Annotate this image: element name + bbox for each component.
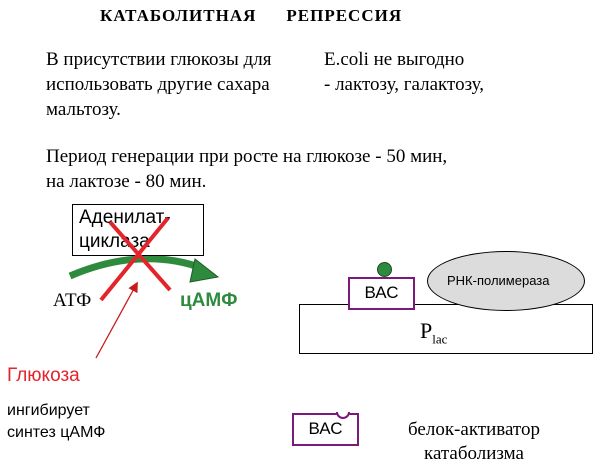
paragraph-2-line-1: Период генерации при росте на глюкозе - … [46, 146, 448, 167]
adenylate-line-1: Аденилат- [79, 207, 171, 228]
paragraph-1-left: В присутствии глюкозы для использовать д… [46, 47, 271, 122]
rna-polymerase-label: РНК-полимераза [447, 273, 550, 288]
bac-free-box: ВАС [292, 413, 359, 446]
page-title: КАТАБОЛИТНАЯ РЕПРЕССИЯ [100, 6, 402, 26]
paragraph-1-left-line-1: В присутствии глюкозы для [46, 49, 272, 70]
paragraph-1-left-line-2: использовать другие сахара [46, 74, 270, 95]
activator-line-2: катаболизма [424, 443, 524, 464]
bac-bound-box: ВАС [348, 277, 415, 310]
promoter-main: P [420, 318, 433, 343]
inhibits-line-1: ингибирует [7, 402, 90, 419]
cross-stroke-1 [108, 220, 172, 292]
paragraph-1-right: E.coli не выгодно - лактозу, галактозу, [324, 47, 484, 97]
activator-label: белок-активатор катаболизма [408, 418, 540, 466]
camp-label: цАМФ [180, 290, 238, 311]
paragraph-1-left-line-3: мальтозу. [46, 99, 121, 120]
paragraph-2-line-2: на лактозе - 80 мин. [46, 171, 207, 192]
reaction-arrow-head [189, 258, 220, 283]
camp-ball-icon [377, 262, 392, 277]
title-word-2: РЕПРЕССИЯ [286, 6, 403, 25]
activator-line-1: белок-активатор [408, 419, 540, 440]
adenylate-cyclase-box: Аденилат- циклаза [72, 204, 204, 256]
rna-polymerase-ellipse [427, 251, 585, 311]
title-word-1: КАТАБОЛИТНАЯ [100, 6, 257, 25]
cross-stroke-2 [99, 216, 170, 302]
inhibition-pointer [95, 281, 138, 359]
inhibits-line-2: синтез цАМФ [7, 424, 106, 441]
paragraph-1-right-line-2: - лактозу, галактозу, [324, 74, 485, 95]
paragraph-2: Период генерации при росте на глюкозе - … [46, 144, 447, 194]
reaction-arrow [68, 255, 204, 280]
paragraph-1-right-line-1: E.coli не выгодно [324, 49, 465, 70]
bac-binding-site-notch [336, 412, 350, 419]
inhibits-text: ингибирует синтез цАМФ [7, 400, 105, 444]
atp-label: АТФ [53, 290, 92, 311]
glucose-label: Глюкоза [7, 365, 80, 386]
promoter-sub: lac [432, 331, 448, 347]
promoter-label: Plac [420, 318, 447, 347]
promoter-box [299, 304, 593, 354]
